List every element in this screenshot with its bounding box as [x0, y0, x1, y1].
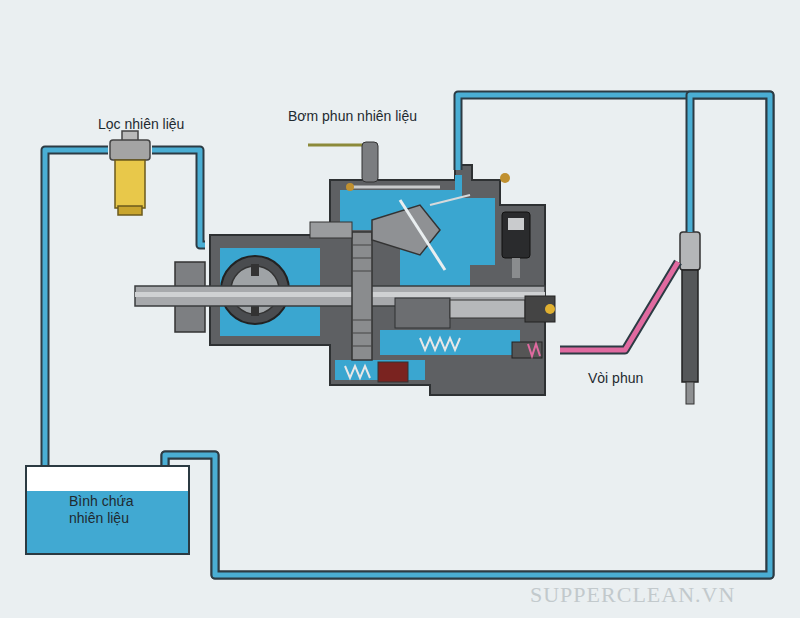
fuel-filter: Lọc nhiên liệu: [108, 140, 152, 215]
fuel-pipe: [165, 95, 770, 575]
fuel-pipe: [152, 150, 205, 245]
watermark: SUPPERCLEAN.VN: [530, 582, 735, 608]
fuel-tank: Bình chứa nhiên liệu: [25, 465, 190, 555]
injector: Vòi phun: [678, 232, 702, 407]
fuel-pipe: [45, 150, 108, 465]
part-label: Vòi phun: [588, 370, 643, 387]
fuel-pipe: [560, 262, 678, 350]
part-label: Bơm phun nhiên liệu: [288, 108, 417, 125]
injection-pump: Bơm phun nhiên liệu: [205, 170, 560, 395]
part-label: Bình chứa nhiên liệu: [69, 493, 164, 527]
fuel-pipe: [165, 95, 770, 575]
part-label: Lọc nhiên liệu: [98, 116, 184, 133]
